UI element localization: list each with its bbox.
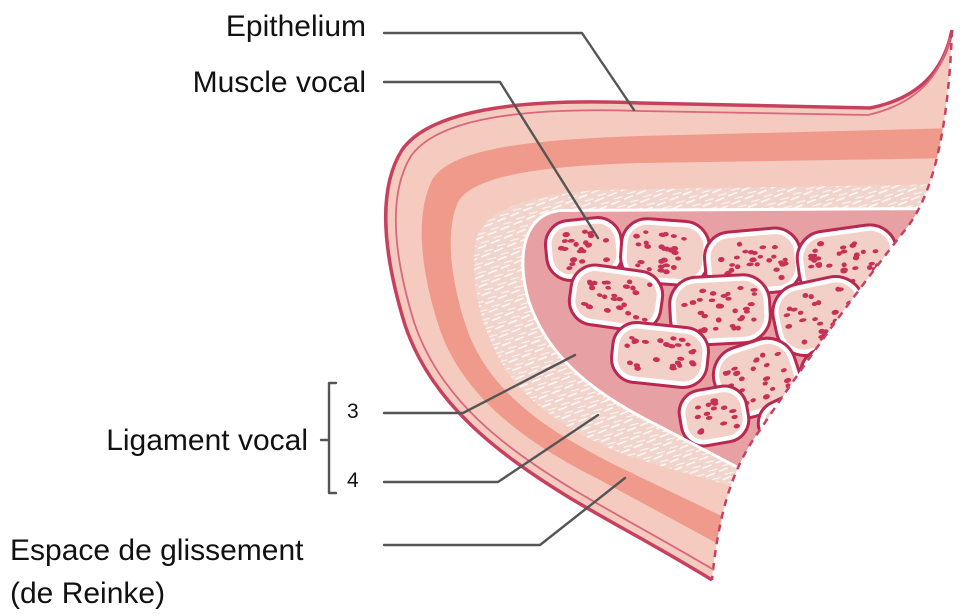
muscle-fiber-bundle	[609, 320, 711, 390]
muscle-fiber-bundle	[858, 275, 952, 360]
label-ligament-vocal: Ligament vocal	[106, 424, 308, 457]
label-espace-line1: Espace de glissement	[10, 534, 304, 567]
label-epithelium: Epithelium	[226, 10, 366, 43]
label-espace-line2: (de Reinke)	[10, 577, 165, 610]
label-layer-4: 4	[347, 469, 359, 492]
label-layer-3: 3	[347, 400, 359, 423]
label-muscle-vocal: Muscle vocal	[193, 66, 366, 99]
ligament-bracket	[321, 383, 336, 493]
